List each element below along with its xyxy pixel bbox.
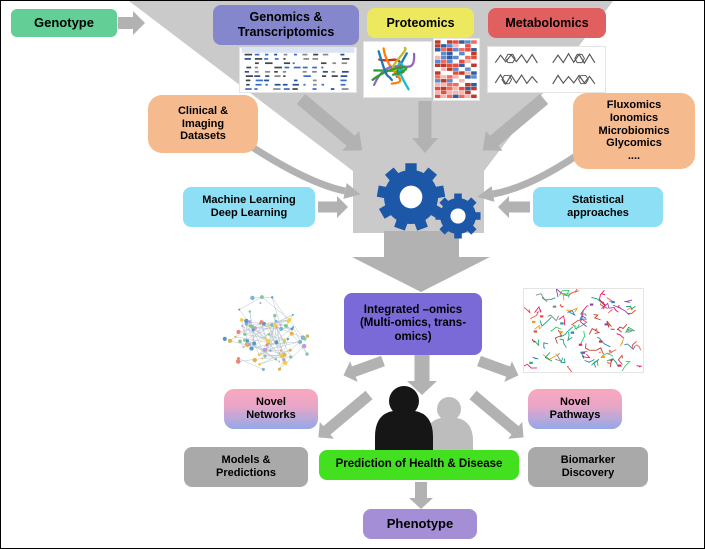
- pathway-map-image: [523, 288, 644, 373]
- node-metabolomics-label: Metabolomics: [505, 15, 589, 30]
- node-biomarker-discovery: Biomarker Discovery: [528, 447, 648, 487]
- node-genotype-label: Genotype: [34, 15, 94, 31]
- node-phenotype-label: Phenotype: [386, 516, 454, 532]
- chemical-structures-image: [487, 46, 606, 93]
- node-biomarker-label: Biomarker Discovery: [560, 454, 616, 479]
- node-other-omics-label: Fluxomics Ionomics Microbiomics Glycomic…: [598, 98, 670, 163]
- node-metabolomics: Metabolomics: [488, 8, 606, 38]
- node-novel-networks-label: Novel Networks: [246, 396, 296, 421]
- spreadsheet-data-image: [239, 47, 357, 93]
- node-integrated-omics: Integrated –omics (Multi-omics, trans- o…: [344, 293, 482, 355]
- node-models-label: Models & Predictions: [216, 454, 276, 479]
- node-genotype: Genotype: [11, 9, 117, 37]
- node-statistical-approaches: Statistical approaches: [533, 187, 663, 227]
- node-machine-learning-label: Machine Learning Deep Learning: [202, 194, 296, 219]
- node-proteomics: Proteomics: [367, 8, 474, 38]
- node-clinical-imaging-datasets: Clinical & Imaging Datasets: [148, 95, 258, 153]
- node-novel-pathways-label: Novel Pathways: [549, 396, 601, 421]
- node-genomics-transcriptomics: Genomics & Transcriptomics: [213, 5, 359, 45]
- node-novel-networks: Novel Networks: [224, 389, 318, 429]
- node-genomics-label: Genomics & Transcriptomics: [237, 10, 335, 39]
- node-prediction-label: Prediction of Health & Disease: [335, 458, 503, 471]
- node-phenotype: Phenotype: [363, 509, 477, 539]
- protein-structure-image: [363, 41, 432, 98]
- node-other-omics: Fluxomics Ionomics Microbiomics Glycomic…: [573, 93, 695, 169]
- network-graph-image: [213, 288, 326, 387]
- node-statistical-label: Statistical approaches: [567, 194, 629, 219]
- node-novel-pathways: Novel Pathways: [528, 389, 622, 429]
- heatmap-image: [433, 38, 480, 101]
- node-machine-learning: Machine Learning Deep Learning: [183, 187, 315, 227]
- node-integrated-label: Integrated –omics (Multi-omics, trans- o…: [359, 303, 467, 343]
- node-models-predictions: Models & Predictions: [184, 447, 308, 487]
- node-proteomics-label: Proteomics: [386, 15, 455, 30]
- node-clinical-label: Clinical & Imaging Datasets: [177, 104, 229, 143]
- node-prediction-health-disease: Prediction of Health & Disease: [319, 450, 519, 480]
